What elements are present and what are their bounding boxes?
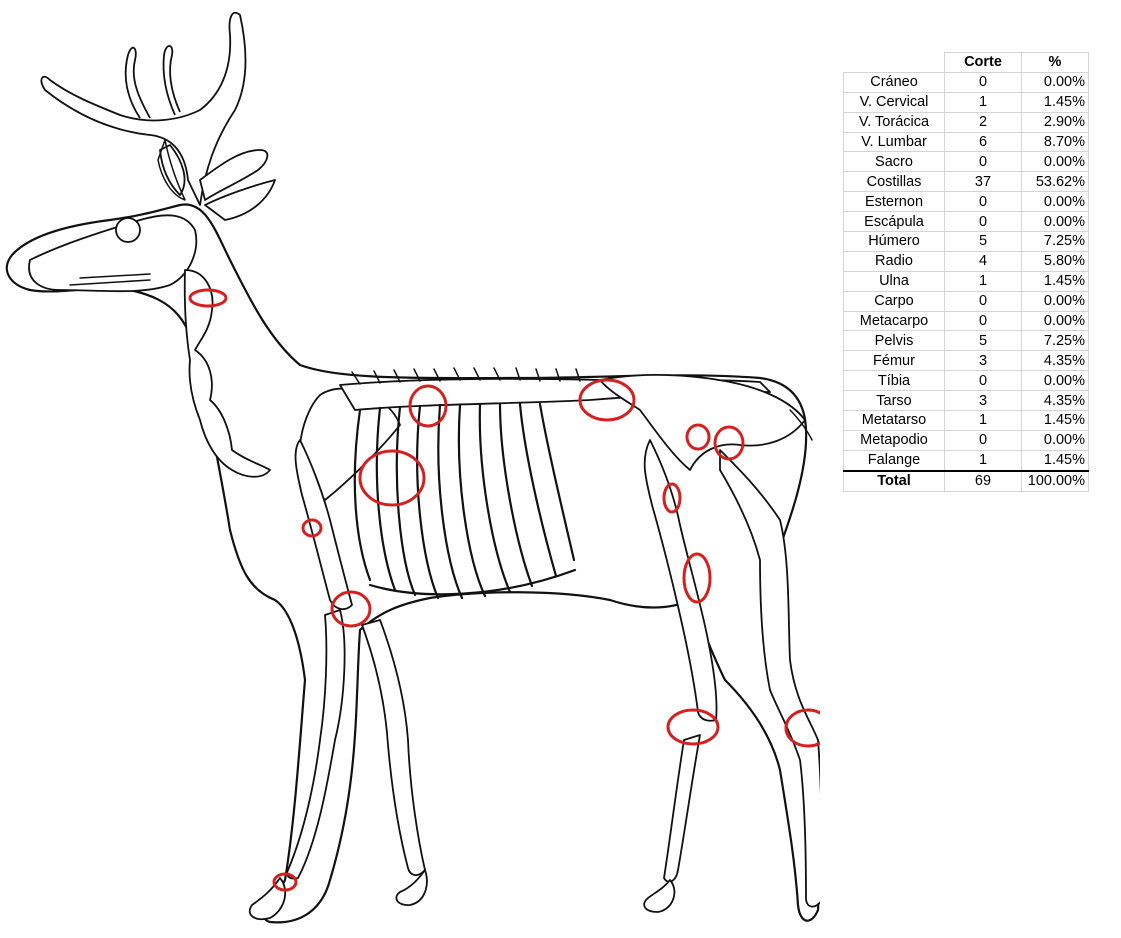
row-percent-value: 1.45%: [1022, 450, 1089, 470]
row-element-label: Tarso: [844, 391, 945, 411]
header-element: [844, 53, 945, 73]
table-body: Cráneo00.00%V. Cervical11.45%V. Torácica…: [844, 72, 1089, 491]
total-percent-value: 100.00%: [1022, 471, 1089, 491]
row-corte-value: 2: [945, 112, 1022, 132]
row-corte-value: 1: [945, 271, 1022, 291]
row-percent-value: 4.35%: [1022, 351, 1089, 371]
row-element-label: Fémur: [844, 351, 945, 371]
row-element-label: Metacarpo: [844, 311, 945, 331]
marker-ribs: [360, 451, 424, 505]
row-element-label: Metatarso: [844, 411, 945, 431]
row-element-label: Falange: [844, 450, 945, 470]
row-percent-value: 1.45%: [1022, 411, 1089, 431]
row-element-label: Húmero: [844, 232, 945, 252]
row-percent-value: 8.70%: [1022, 132, 1089, 152]
row-percent-value: 7.25%: [1022, 331, 1089, 351]
antlers: [41, 13, 275, 220]
row-element-label: V. Torácica: [844, 112, 945, 132]
header-percent: %: [1022, 53, 1089, 73]
row-percent-value: 4.35%: [1022, 391, 1089, 411]
row-percent-value: 0.00%: [1022, 430, 1089, 450]
row-corte-value: 3: [945, 351, 1022, 371]
row-corte-value: 1: [945, 411, 1022, 431]
row-corte-value: 1: [945, 450, 1022, 470]
total-corte-value: 69: [945, 471, 1022, 491]
row-percent-value: 7.25%: [1022, 232, 1089, 252]
row-corte-value: 0: [945, 212, 1022, 232]
row-element-label: Esternon: [844, 192, 945, 212]
row-element-label: Pelvis: [844, 331, 945, 351]
row-element-label: Costillas: [844, 172, 945, 192]
row-percent-value: 0.00%: [1022, 371, 1089, 391]
row-element-label: Carpo: [844, 291, 945, 311]
row-corte-value: 4: [945, 251, 1022, 271]
row-percent-value: 0.00%: [1022, 192, 1089, 212]
row-corte-value: 0: [945, 291, 1022, 311]
row-percent-value: 5.80%: [1022, 251, 1089, 271]
row-corte-value: 0: [945, 430, 1022, 450]
row-element-label: Tíbia: [844, 371, 945, 391]
deer-skeleton-drawing: [0, 0, 820, 938]
row-element-label: V. Lumbar: [844, 132, 945, 152]
table-row: Sacro00.00%: [844, 152, 1089, 172]
row-corte-value: 6: [945, 132, 1022, 152]
row-element-label: Escápula: [844, 212, 945, 232]
row-corte-value: 0: [945, 311, 1022, 331]
row-percent-value: 0.00%: [1022, 311, 1089, 331]
row-corte-value: 1: [945, 92, 1022, 112]
row-corte-value: 5: [945, 232, 1022, 252]
table-row: Tíbia00.00%: [844, 371, 1089, 391]
row-element-label: V. Cervical: [844, 92, 945, 112]
skull: [29, 215, 196, 291]
total-label: Total: [844, 471, 945, 491]
header-corte: Corte: [945, 53, 1022, 73]
row-element-label: Radio: [844, 251, 945, 271]
row-corte-value: 3: [945, 391, 1022, 411]
row-percent-value: 1.45%: [1022, 271, 1089, 291]
row-percent-value: 0.00%: [1022, 152, 1089, 172]
row-corte-value: 0: [945, 192, 1022, 212]
row-percent-value: 53.62%: [1022, 172, 1089, 192]
row-element-label: Ulna: [844, 271, 945, 291]
table-header-row: Corte %: [844, 53, 1089, 73]
row-corte-value: 5: [945, 331, 1022, 351]
row-element-label: Cráneo: [844, 72, 945, 92]
deer-skeleton-diagram: [0, 0, 820, 938]
row-percent-value: 0.00%: [1022, 291, 1089, 311]
row-corte-value: 0: [945, 371, 1022, 391]
table-row: V. Lumbar68.70%: [844, 132, 1089, 152]
table-row: Tarso34.35%: [844, 391, 1089, 411]
row-percent-value: 0.00%: [1022, 72, 1089, 92]
row-corte-value: 37: [945, 172, 1022, 192]
row-percent-value: 1.45%: [1022, 92, 1089, 112]
row-percent-value: 0.00%: [1022, 212, 1089, 232]
cervical-vertebrae: [185, 270, 270, 477]
row-element-label: Sacro: [844, 152, 945, 172]
row-corte-value: 0: [945, 72, 1022, 92]
row-corte-value: 0: [945, 152, 1022, 172]
row-element-label: Metapodio: [844, 430, 945, 450]
row-percent-value: 2.90%: [1022, 112, 1089, 132]
